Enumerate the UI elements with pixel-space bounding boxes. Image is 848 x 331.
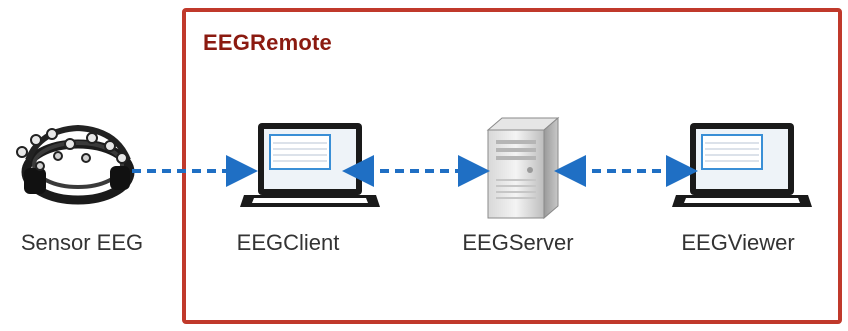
eegclient-label: EEGClient (236, 230, 340, 255)
eegviewer-label: EEGViewer (681, 230, 795, 255)
server-tower-icon (486, 116, 560, 220)
eegremote-boundary (182, 8, 842, 324)
eegserver-label: EEGServer (462, 230, 574, 255)
eeg-headset-icon (16, 124, 135, 205)
diagram-title: EEGRemote (203, 30, 332, 55)
viewer-laptop-icon (672, 123, 812, 207)
client-laptop-icon (240, 123, 380, 207)
sensor-eeg-label: Sensor EEG (20, 230, 144, 255)
